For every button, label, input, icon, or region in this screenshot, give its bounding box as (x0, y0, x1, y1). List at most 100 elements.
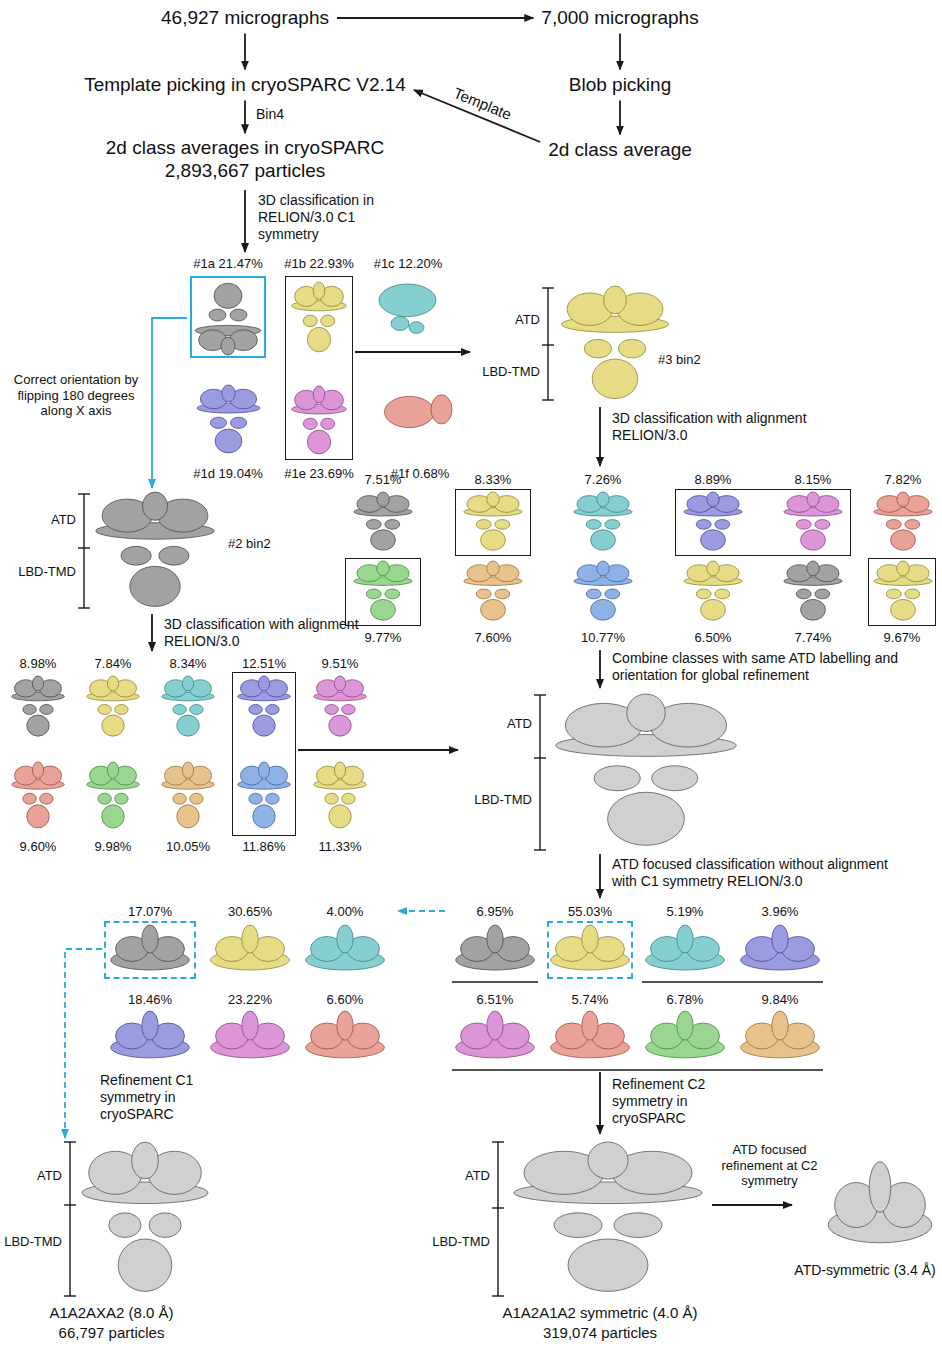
density-map (162, 676, 215, 736)
domain-bracket (542, 288, 554, 400)
map-lobe (385, 520, 400, 530)
map-lobe (177, 805, 199, 828)
map-lobe (173, 705, 186, 715)
selection-outline (547, 921, 633, 979)
map-lobe (190, 705, 203, 715)
flow-arrow (712, 1204, 792, 1206)
map-lobe (431, 395, 452, 424)
map-lobe (40, 705, 53, 715)
step-text-line: 2d class averages in cryoSPARC (106, 137, 384, 160)
flow-arrow (244, 100, 246, 133)
flow-arrow (619, 33, 621, 69)
map-lobe (584, 339, 611, 358)
map-label: 17.07% (102, 904, 198, 920)
bracket-tick (542, 344, 554, 345)
map-lobe (325, 793, 338, 804)
map-lobe (614, 1213, 662, 1238)
selection-outline (285, 276, 353, 460)
flow-arrow (244, 33, 246, 69)
map-lobe (481, 530, 506, 550)
map-lobe (249, 705, 262, 715)
map-lobe (182, 762, 193, 778)
map-lobe (586, 520, 601, 530)
map-lobe (701, 530, 726, 550)
map-lobe (102, 715, 124, 736)
map-lobe (594, 766, 640, 791)
density-map (195, 283, 261, 355)
map-lobe (27, 805, 49, 828)
bracket-tick (64, 1141, 76, 1142)
map-lobe (391, 317, 409, 331)
class-percentage: 6.95% (477, 904, 514, 920)
map-lobe (102, 805, 124, 828)
density-map-node: ATDLBD-TMDA1A2A1A2 symmetric (4.0 Å)319,… (430, 1138, 712, 1346)
map-lobe (266, 793, 279, 804)
map-lobe (121, 546, 151, 565)
map-lobe (807, 561, 819, 576)
map-lobe (177, 715, 199, 736)
class-percentage: 6.51% (477, 992, 514, 1008)
density-map (12, 762, 65, 828)
map-label: #3 bin2 (658, 352, 713, 368)
class-percentage: 5.74% (572, 992, 609, 1008)
density-map (556, 694, 736, 845)
map-label: 55.03% (545, 904, 635, 920)
selection-outline (345, 558, 421, 626)
bracket-tick (534, 757, 546, 758)
density-map (379, 284, 436, 333)
map-lobe (321, 315, 335, 327)
edge-label: Correct orientation by flipping 180 degr… (6, 372, 146, 419)
bracket-tick (534, 849, 546, 850)
class-percentage: 9.60% (20, 839, 57, 855)
bracket-tick (534, 694, 546, 695)
map-lobe (807, 492, 819, 506)
density-map-node: ATDLBD-TMDA1A2AXA2 (8.0 Å)66,797 particl… (4, 1138, 219, 1346)
map-lobe (597, 561, 609, 576)
class-percentage: 6.60% (327, 992, 364, 1008)
density-map (292, 282, 347, 352)
map-lobe (149, 1213, 181, 1238)
flow-arrow (355, 351, 470, 353)
map-caption: 319,074 particles (485, 1324, 715, 1342)
selection-outline (868, 558, 936, 626)
density-map (784, 492, 842, 550)
step-arrow (599, 1072, 601, 1134)
map-lobe (891, 599, 916, 620)
map-lobe (377, 492, 389, 506)
bracket-line (539, 695, 540, 850)
map-label: ATD (478, 312, 540, 328)
selection-box: 12.51%11.86% (230, 656, 298, 854)
density-map (87, 676, 140, 736)
step-text: Blob picking (561, 70, 679, 101)
map-lobe (32, 762, 43, 778)
map-lobe (118, 1239, 172, 1291)
class-percentage: 30.65% (228, 904, 272, 920)
map-lobe (329, 715, 351, 736)
density-map (197, 385, 260, 453)
density-map (464, 492, 522, 550)
bracket-tick (78, 547, 90, 548)
map-lobe (142, 492, 167, 520)
density-map (162, 762, 215, 828)
step-arrow (151, 614, 153, 651)
step-text-line: Blob picking (569, 74, 671, 97)
map-lobe (214, 283, 242, 308)
map-lobe (597, 492, 609, 506)
map-lobe (707, 492, 719, 506)
map-lobe (334, 762, 345, 778)
step-arrow (599, 854, 601, 898)
map-lobe (481, 599, 506, 620)
map-lobe (652, 766, 698, 791)
map-lobe (337, 925, 353, 953)
map-lobe (173, 793, 186, 804)
class-percentage: 7.84% (95, 656, 132, 672)
class-percentage: 7.74% (795, 630, 832, 646)
map-lobe (109, 1213, 141, 1238)
map-lobe (677, 1011, 693, 1040)
selection-outline (675, 489, 851, 556)
map-lobe (677, 925, 693, 953)
map-label: ATD (458, 716, 532, 732)
map-lobe (249, 793, 262, 804)
class-percentage: 11.33% (318, 839, 361, 855)
